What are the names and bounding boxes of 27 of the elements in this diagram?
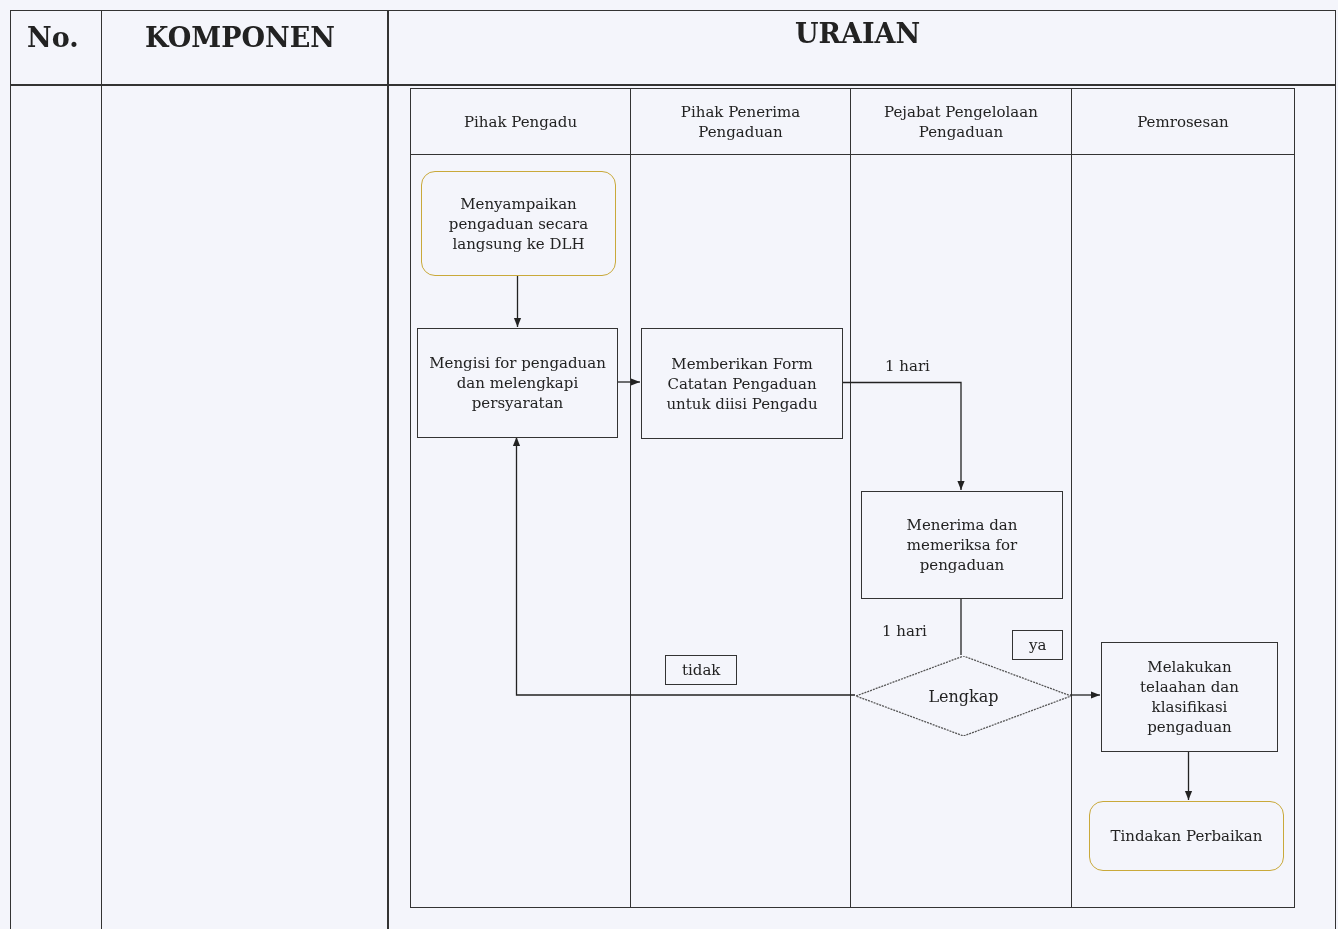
arrow	[841, 381, 965, 491]
process-box: Mengisi for pengaduan dan melengkapi persyaratan	[417, 328, 618, 438]
arrow	[1184, 750, 1193, 801]
process-box: Memberikan Form Catatan Pengaduan untuk diisi Pengadu	[641, 328, 843, 439]
terminal-box: Menyampaikan pengaduan secara langsung ke DLH	[421, 171, 616, 276]
swimlane	[1071, 88, 1295, 908]
decision-diamond: Lengkap	[856, 656, 1071, 736]
arrow	[616, 378, 641, 386]
edge-label: 1 hari	[882, 621, 927, 641]
process-box: Melakukan telaahan dan klasifikasi pengaduan	[1101, 642, 1278, 752]
column-header: No.	[27, 22, 79, 53]
column-header: URAIAN	[795, 18, 921, 49]
arrow	[1069, 691, 1101, 699]
lane-header: Pemrosesan	[1072, 89, 1294, 155]
edge-label: tidak	[665, 655, 738, 685]
arrow	[513, 274, 522, 328]
lane-header: Pejabat Pengelolaan Pengaduan	[851, 89, 1071, 155]
column-header: KOMPONEN	[145, 22, 335, 53]
edge-label: ya	[1012, 630, 1064, 660]
connector-line	[960, 597, 962, 656]
swimlane	[410, 88, 631, 908]
lane-header: Pihak Pengadu	[411, 89, 630, 155]
arrow	[512, 436, 856, 696]
lane-header: Pihak Penerima Pengaduan	[631, 89, 850, 155]
edge-label: 1 hari	[885, 356, 930, 376]
terminal-box: Tindakan Perbaikan	[1089, 801, 1284, 871]
process-box: Menerima dan memeriksa for pengaduan	[861, 491, 1063, 599]
